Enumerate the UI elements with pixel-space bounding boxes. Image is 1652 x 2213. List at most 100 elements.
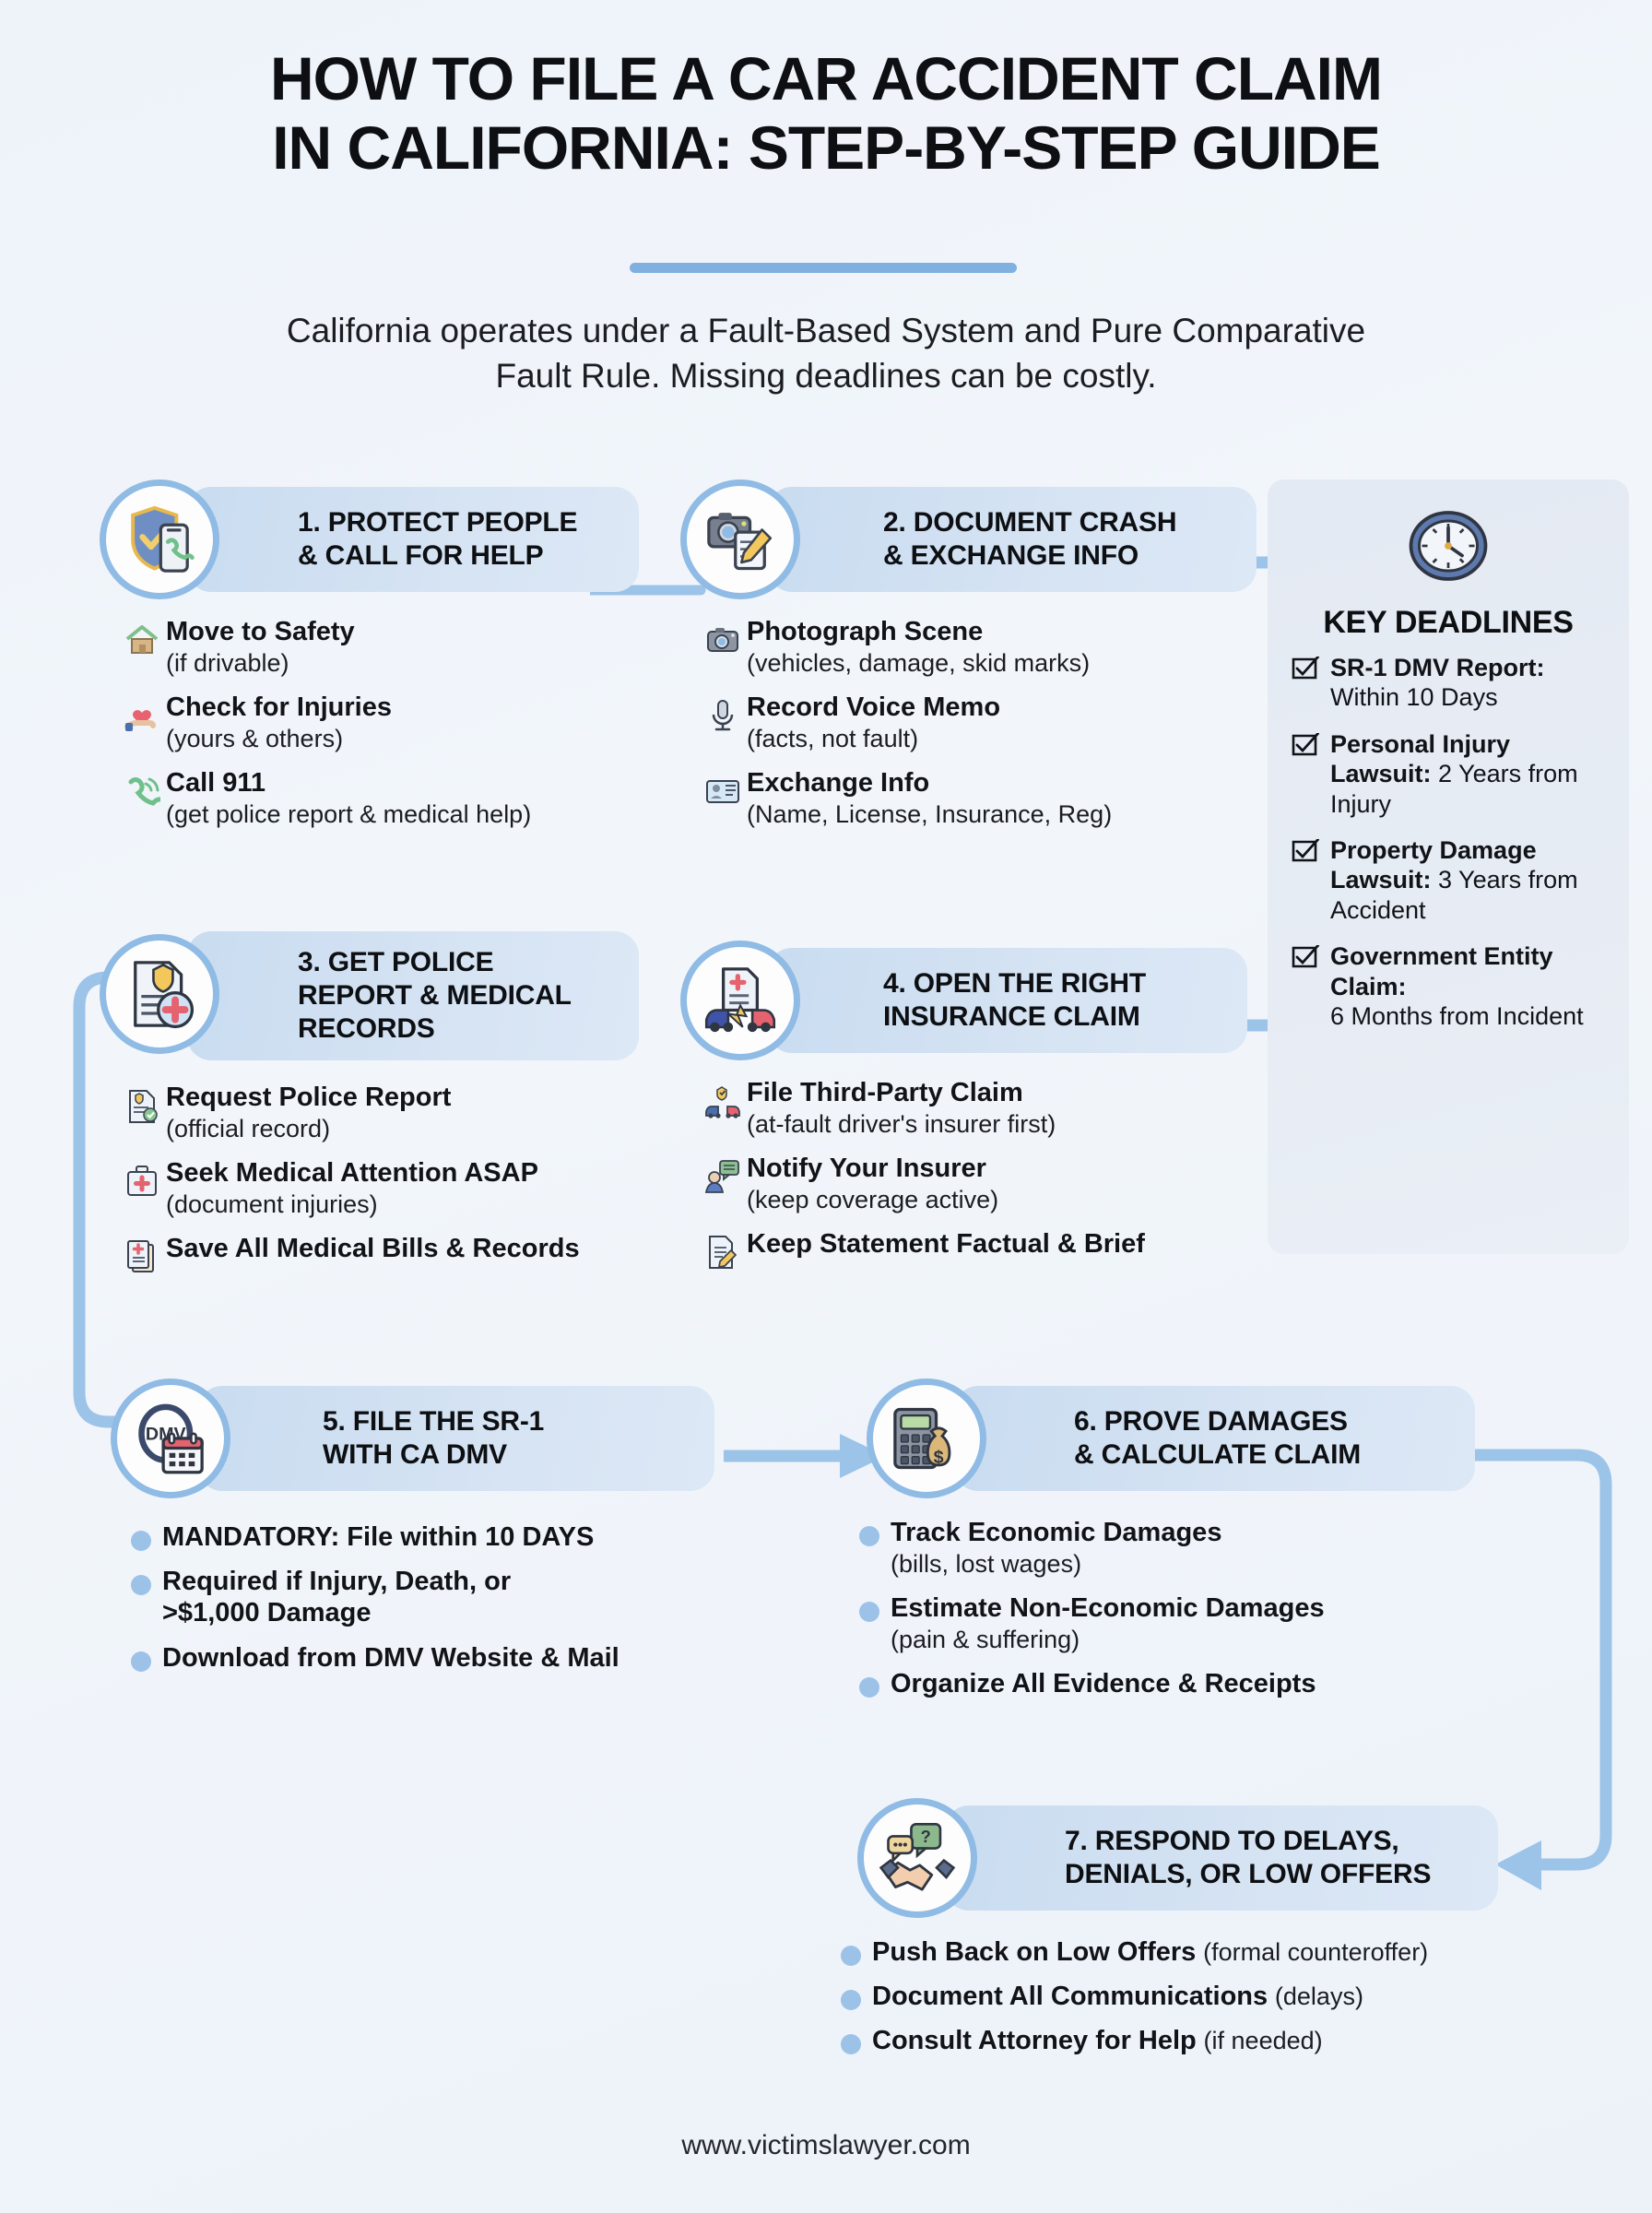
bullet-sub: (at-fault driver's insurer first) (747, 1110, 1056, 1139)
title-underline-rule (630, 263, 1017, 273)
bullet-dot (848, 1517, 891, 1546)
bullet-dot (848, 1592, 891, 1623)
step-6-heading: 6. PROVE DAMAGES & CALCULATE CLAIM (1074, 1406, 1361, 1470)
checkbox-checked-icon (1292, 729, 1330, 762)
bullet-sub: (yours & others) (166, 725, 344, 753)
deadline-label: Property Damage Lawsuit: (1330, 835, 1537, 894)
list-item: SR-1 DMV Report: Within 10 Days (1292, 653, 1611, 713)
camera-icon (699, 616, 747, 658)
step-1: 1. PROTECT PEOPLE & CALL FOR HELP Move t… (100, 479, 671, 828)
step-2-bullets: Photograph Scene (vehicles, damage, skid… (699, 616, 1252, 843)
svg-text:?: ? (921, 1827, 931, 1846)
list-item: Notify Your Insurer (keep coverage activ… (699, 1153, 1270, 1215)
bullet-sub: (facts, not fault) (747, 725, 919, 753)
title-line-1: HOW TO FILE A CAR ACCIDENT CLAIM (269, 44, 1383, 112)
step-4-bullets: File Third-Party Claim (at-fault driver'… (699, 1077, 1270, 1284)
key-deadlines-list: SR-1 DMV Report: Within 10 Days Personal… (1292, 653, 1611, 1047)
step-4: 4. OPEN THE RIGHT INSURANCE CLAIM (680, 941, 1252, 1270)
bullet-title: Save All Medical Bills & Records (166, 1234, 580, 1264)
medical-bills-icon (118, 1233, 166, 1275)
step-2-pill: 2. DOCUMENT CRASH & EXCHANGE INFO (768, 487, 1257, 592)
bullet-dot (830, 1936, 872, 1966)
step-7: 7. RESPOND TO DELAYS, DENIALS, OR LOW OF… (841, 1798, 1503, 2055)
step-5-header: 5. FILE THE SR-1 WITH CA DMV DMV (111, 1379, 738, 1498)
deadline-label: Personal Injury Lawsuit: (1330, 729, 1511, 788)
deadline-label: Government Entity Claim: (1330, 942, 1553, 1000)
list-item: Estimate Non-Economic Damages (pain & su… (848, 1592, 1493, 1655)
step-3-bullets: Request Police Report (official record) … (118, 1082, 671, 1288)
deadline-value: Within 10 Days (1330, 683, 1498, 712)
deadline-value: 6 Months from Incident (1330, 1001, 1584, 1030)
bullet-sub: (bills, lost wages) (891, 1550, 1082, 1579)
bullet-title: Consult Attorney for Help (872, 2026, 1197, 2056)
step-3-heading: 3. GET POLICE REPORT & MEDICAL RECORDS (298, 947, 572, 1044)
list-item: Download from DMV Website & Mail (120, 1642, 728, 1674)
bullet-sub: (Name, License, Insurance, Reg) (747, 800, 1113, 829)
bullet-title: Check for Injuries (166, 692, 392, 723)
step-7-bullets: Push Back on Low Offers (formal countero… (830, 1936, 1512, 2070)
bullet-dot (830, 2025, 872, 2055)
bullet-title: Estimate Non-Economic Damages (891, 1593, 1325, 1624)
bullet-title: Required if Injury, Death, or >$1,000 Da… (162, 1567, 512, 1628)
bullet-title: Document All Communications (872, 1982, 1268, 2012)
list-item: Personal Injury Lawsuit: 2 Years from In… (1292, 729, 1611, 819)
dmv-calendar-icon: DMV (111, 1379, 230, 1498)
bullet-title: Push Back on Low Offers (872, 1937, 1197, 1967)
step-7-header: 7. RESPOND TO DELAYS, DENIALS, OR LOW OF… (857, 1798, 1503, 1918)
step-4-header: 4. OPEN THE RIGHT INSURANCE CLAIM (680, 941, 1252, 1060)
step-1-header: 1. PROTECT PEOPLE & CALL FOR HELP (100, 479, 671, 599)
step-2-header: 2. DOCUMENT CRASH & EXCHANGE INFO (680, 479, 1257, 599)
list-item: Consult Attorney for Help (if needed) (830, 2025, 1512, 2056)
deadline-label: SR-1 DMV Report: (1330, 654, 1545, 681)
svg-text:$: $ (934, 1447, 944, 1467)
bullet-title: Request Police Report (166, 1083, 452, 1112)
list-item: Request Police Report (official record) (118, 1082, 671, 1144)
step-5: 5. FILE THE SR-1 WITH CA DMV DMV MANDATO… (111, 1379, 738, 1673)
checkbox-checked-icon (1292, 835, 1330, 868)
step-5-heading: 5. FILE THE SR-1 WITH CA DMV (323, 1406, 545, 1470)
step-1-heading: 1. PROTECT PEOPLE & CALL FOR HELP (298, 507, 578, 571)
list-item: MANDATORY: File within 10 DAYS (120, 1521, 728, 1553)
step-1-pill: 1. PROTECT PEOPLE & CALL FOR HELP (187, 487, 639, 592)
bullet-title: File Third-Party Claim (747, 1078, 1023, 1107)
step-7-pill: 7. RESPOND TO DELAYS, DENIALS, OR LOW OF… (945, 1805, 1498, 1911)
bullet-dot (120, 1521, 162, 1551)
list-item: Exchange Info (Name, License, Insurance,… (699, 767, 1252, 830)
shield-phone-icon (100, 479, 219, 599)
list-item: Required if Injury, Death, or >$1,000 Da… (120, 1566, 728, 1628)
statement-pencil-icon (699, 1228, 747, 1271)
step-5-pill: 5. FILE THE SR-1 WITH CA DMV (198, 1386, 714, 1491)
step-4-heading: 4. OPEN THE RIGHT INSURANCE CLAIM (883, 968, 1146, 1032)
bullet-title: Notify Your Insurer (747, 1154, 986, 1184)
bullet-title: Call 911 (166, 768, 266, 799)
title-line-2: IN CALIFORNIA: STEP-BY-STEP GUIDE (272, 113, 1381, 183)
bullet-dot (120, 1566, 162, 1596)
bullet-title: Move to Safety (166, 617, 355, 646)
bullet-sub: (delays) (1274, 1982, 1363, 2011)
bullet-title: Download from DMV Website & Mail (162, 1642, 620, 1673)
list-item: Seek Medical Attention ASAP (document in… (118, 1157, 671, 1220)
footer-url: www.victimslawyer.com (681, 2130, 971, 2160)
step-6-header: 6. PROVE DAMAGES & CALCULATE CLAIM $ (867, 1379, 1493, 1498)
bullet-title: Organize All Evidence & Receipts (891, 1669, 1316, 1699)
list-item: Keep Statement Factual & Brief (699, 1228, 1270, 1271)
step-6: 6. PROVE DAMAGES & CALCULATE CLAIM $ Tra… (859, 1379, 1493, 1698)
microphone-icon (699, 692, 747, 734)
crash-claim-icon (680, 941, 800, 1060)
list-item: Record Voice Memo (facts, not fault) (699, 692, 1252, 754)
phone-ring-icon (118, 767, 166, 810)
step-5-bullets: MANDATORY: File within 10 DAYS Required … (120, 1521, 728, 1686)
bullet-title: Track Economic Damages (891, 1518, 1222, 1547)
deadline-value: 3 Years from Accident (1330, 866, 1578, 924)
bullet-sub: (if drivable) (166, 649, 289, 678)
deadline-value: 2 Years from Injury (1330, 760, 1578, 818)
checkbox-checked-icon (1292, 941, 1330, 974)
bullet-sub: (pain & suffering) (891, 1626, 1080, 1654)
bullet-sub: (official record) (166, 1115, 331, 1143)
list-item: Call 911 (get police report & medical he… (118, 767, 671, 830)
step-3-header: 3. GET POLICE REPORT & MEDICAL RECORDS (100, 929, 671, 1060)
house-icon (118, 616, 166, 658)
bullet-title: Exchange Info (747, 768, 930, 799)
handshake-chat-icon: ? (857, 1798, 977, 1918)
heart-hand-icon (118, 692, 166, 734)
